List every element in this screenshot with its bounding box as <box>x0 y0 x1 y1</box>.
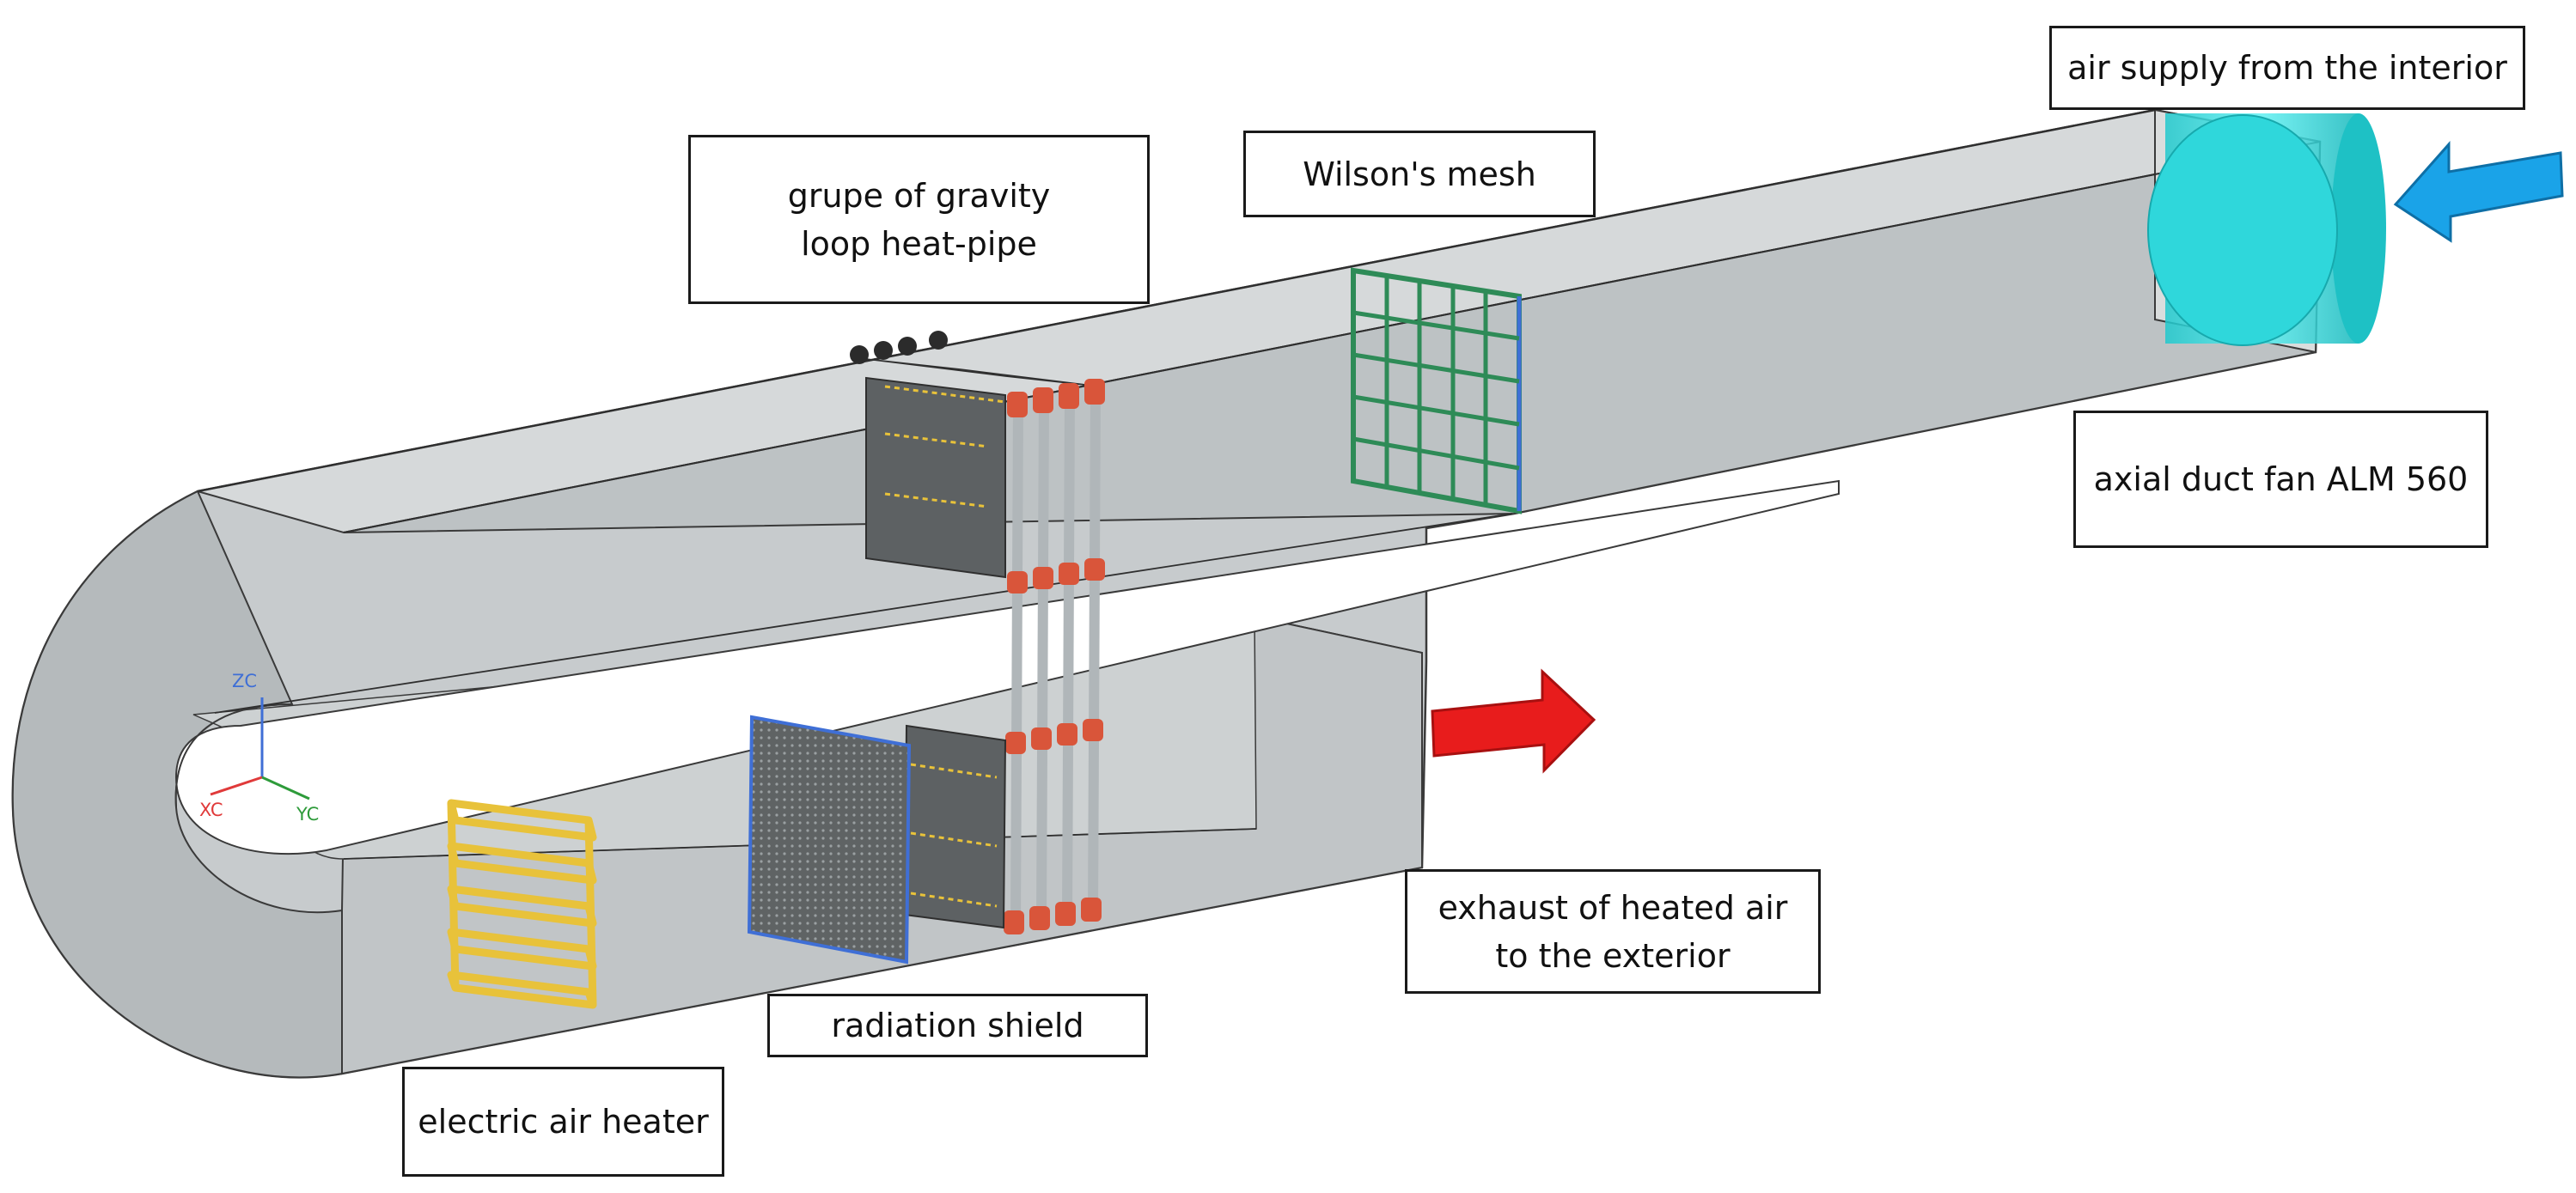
z-axis-label: ZC <box>232 671 257 691</box>
air-inlet-arrow-icon <box>2393 141 2564 243</box>
electric-heater-coil <box>447 799 597 1009</box>
label-heat-pipe-line2: loop heat-pipe <box>801 224 1037 263</box>
inner-gap-slot <box>174 479 1840 855</box>
label-exhaust-line1: exhaust of heated air <box>1438 888 1788 927</box>
air-outlet-arrow-icon <box>1431 668 1596 774</box>
radiation-shield-panel <box>747 715 912 965</box>
inner-edge-line <box>214 513 1513 714</box>
upper-mid-edge <box>343 141 2321 533</box>
label-wilsons-mesh-text: Wilson's mesh <box>1303 155 1536 193</box>
wilsons-mesh <box>1351 267 1522 514</box>
label-radiation-shield-text: radiation shield <box>831 1007 1084 1044</box>
u-bend-duct <box>11 108 2322 1079</box>
heat-pipe-upper-block <box>850 331 1105 934</box>
fan-back-face <box>2331 113 2386 344</box>
x-axis-label: XC <box>199 800 223 820</box>
heat-pipe-fin-lines <box>884 385 1006 508</box>
label-wilsons-mesh: Wilson's mesh <box>1243 131 1596 217</box>
x-axis-line <box>210 776 263 796</box>
coordinate-triad: ZC XC YC <box>199 671 319 825</box>
label-heat-pipe-group: grupe of gravity loop heat-pipe <box>688 135 1150 304</box>
label-electric-heater: electric air heater <box>402 1067 724 1177</box>
label-axial-fan: axial duct fan ALM 560 <box>2073 411 2488 548</box>
mesh-vertical-wires <box>1384 276 1488 505</box>
mesh-horizontal-wires <box>1352 310 1520 471</box>
label-air-supply-text: air supply from the interior <box>2067 49 2507 87</box>
heat-pipe-caps <box>1004 379 1105 934</box>
heat-exchanger-upper <box>865 376 1006 579</box>
label-electric-heater-text: electric air heater <box>418 1103 709 1141</box>
label-exhaust-line2: to the exterior <box>1495 936 1731 975</box>
heat-pipe-lower-block <box>903 724 1007 929</box>
fan-front-face <box>2147 114 2338 346</box>
axial-fan-cylinder <box>2147 113 2386 346</box>
label-radiation-shield: radiation shield <box>767 994 1148 1057</box>
label-air-supply: air supply from the interior <box>2049 26 2525 110</box>
y-axis-line <box>261 776 310 800</box>
label-axial-fan-text: axial duct fan ALM 560 <box>2093 460 2469 498</box>
upper-edge-line <box>197 108 2156 493</box>
label-heat-pipe-line1: grupe of gravity <box>787 176 1051 215</box>
lower-fin-lines <box>910 763 998 908</box>
heat-pipe-tubes <box>1010 386 1101 933</box>
heat-pipe-top-valves <box>850 331 948 364</box>
heat-exchanger-lower <box>903 724 1007 929</box>
label-exhaust: exhaust of heated air to the exterior <box>1405 869 1821 994</box>
y-axis-label: YC <box>296 804 319 825</box>
